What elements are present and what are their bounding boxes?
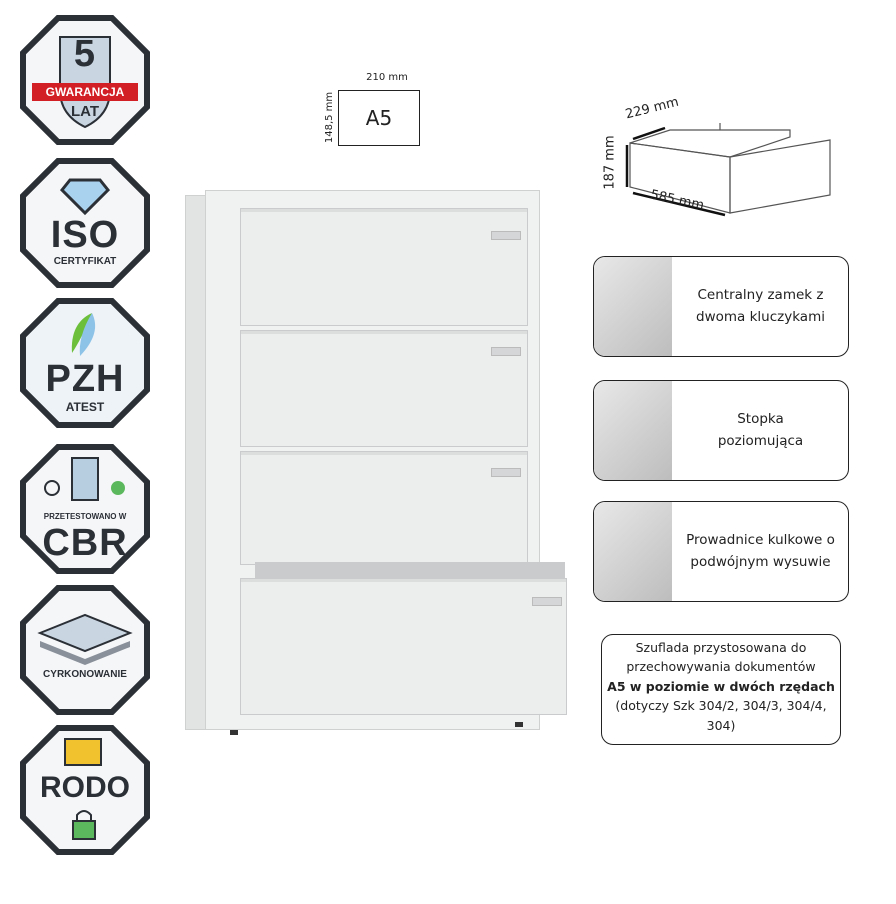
drawer-handle	[491, 347, 521, 356]
diamond-icon	[59, 178, 111, 216]
iso-title: ISO	[50, 214, 120, 256]
warranty-ribbon: GWARANCJA	[32, 83, 138, 101]
drawer-2[interactable]	[240, 330, 528, 447]
magnifier-icon	[44, 480, 60, 496]
leveling-foot-photo	[594, 381, 672, 480]
a5-height: 148,5 mm	[324, 91, 336, 144]
a5-width: 210 mm	[366, 72, 408, 83]
cbr-badge: PRZETESTOWANO W CBR	[20, 444, 150, 574]
zirconium-badge: CYRKONOWANIE	[20, 585, 150, 715]
iso-label: CERTYFIKAT	[53, 256, 117, 267]
warranty-badge: 5 GWARANCJA LAT	[20, 15, 150, 145]
drawer-handle	[491, 231, 521, 240]
lock-key-photo	[594, 257, 672, 356]
warranty-number: 5	[73, 33, 97, 75]
pzh-badge: PZH ATEST	[20, 298, 150, 428]
rodo-title: RODO	[40, 771, 130, 804]
drawer-4-open[interactable]	[240, 578, 567, 715]
cabinet-icon	[71, 457, 99, 501]
feature-central-lock: Centralny zamek z dwoma kluczykami	[593, 256, 849, 357]
iso-badge: ISO CERTYFIKAT	[20, 158, 150, 288]
note-line2: (dotyczy Szk 304/2, 304/3, 304/4, 304)	[615, 698, 827, 733]
open-drawer-interior	[255, 562, 565, 582]
padlock-icon	[72, 820, 96, 840]
pzh-title: PZH	[45, 358, 125, 400]
warranty-label: LAT	[70, 103, 100, 120]
drawer-note: Szuflada przystosowana do przechowywania…	[601, 634, 841, 745]
a5-format-diagram: 210 mm 148,5 mm A5	[322, 72, 432, 154]
coating-layers-icon	[37, 613, 133, 653]
cbr-label: PRZETESTOWANO W	[43, 512, 127, 521]
filing-cabinet-image	[185, 190, 567, 735]
note-line1: Szuflada przystosowana do przechowywania…	[626, 640, 816, 675]
drawer-handle	[491, 468, 521, 477]
feature-ball-bearing-slides: Prowadnice kulkowe o podwójnym wysuwie	[593, 501, 849, 602]
drawer-slide-photo	[594, 502, 672, 601]
drawer-handle	[532, 597, 562, 606]
drawer-height-label: 187 mm	[602, 135, 618, 190]
drawer-1[interactable]	[240, 208, 528, 326]
feature-leveling-foot: Stopka poziomująca	[593, 380, 849, 481]
rodo-badge: RODO	[20, 725, 150, 855]
a5-sheet: A5	[338, 90, 420, 146]
check-icon	[111, 481, 125, 495]
feature-text: Stopka poziomująca	[717, 410, 804, 449]
drawer-dimension-diagram: 229 mm 187 mm 585 mm	[595, 95, 855, 220]
drawer-3[interactable]	[240, 451, 528, 565]
document-icon	[64, 738, 102, 766]
pzh-label: ATEST	[65, 400, 105, 414]
feature-text: Centralny zamek z dwoma kluczykami	[696, 286, 825, 325]
cbr-title: CBR	[42, 522, 128, 564]
feature-text: Prowadnice kulkowe o podwójnym wysuwie	[686, 531, 835, 570]
note-bold: A5 w poziomie w dwóch rzędach	[607, 678, 835, 694]
zirconium-label: CYRKONOWANIE	[43, 669, 127, 680]
